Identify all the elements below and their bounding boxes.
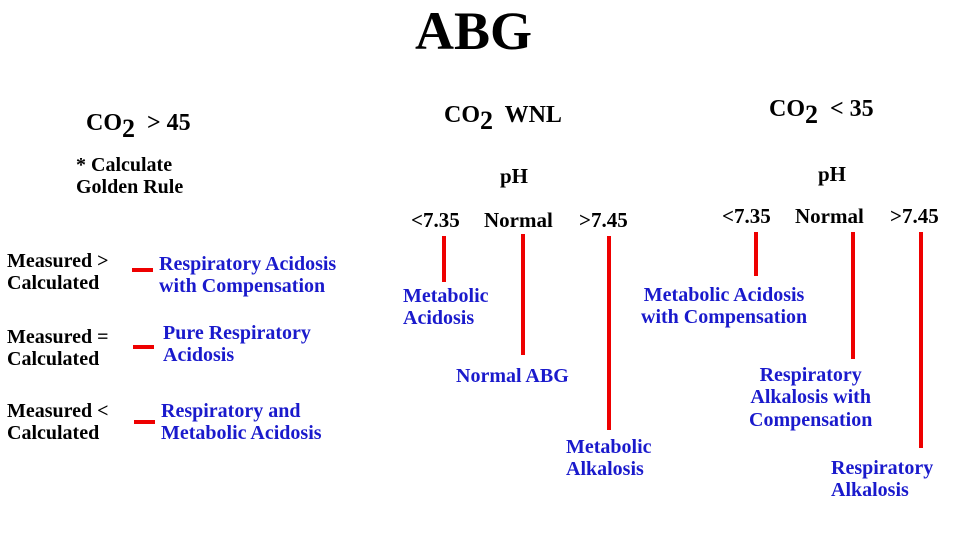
co2-label: CO [444,102,480,128]
connector-line [851,232,855,359]
pure-respiratory-acidosis-result: Pure Respiratory Acidosis [163,322,311,367]
respiratory-acidosis-compensation-result: Respiratory Acidosis with Compensation [159,253,337,298]
co2-label: CO [769,96,805,122]
metabolic-alkalosis-result: Metabolic Alkalosis [566,436,652,481]
measured-equal-label: Measured = Calculated [7,326,109,371]
co2-low-header: CO2 < 35 [769,96,874,130]
ph-label: pH [818,162,847,186]
connector-dash [134,420,155,424]
ph-normal-range: Normal [484,208,553,232]
co2-condition: WNL [504,102,562,128]
co2-condition: > 45 [147,110,191,136]
co2-high-header: CO2 > 45 [86,110,191,144]
co2-label: CO [86,110,122,136]
co2-wnl-header: CO2 WNL [444,102,562,136]
ph-label: pH [500,164,529,188]
metabolic-acidosis-compensation-result: Metabolic Acidosis with Compensation [641,284,808,329]
measured-less-label: Measured < Calculated [7,400,109,445]
normal-abg-result: Normal ABG [456,365,569,387]
page-title: ABG [415,1,533,61]
connector-dash [133,345,154,349]
ph-low-range: <7.35 [722,204,771,228]
connector-dash [132,268,153,272]
co2-condition: < 35 [830,96,874,122]
connector-line [442,236,446,282]
golden-rule-note: * Calculate Golden Rule [76,154,184,199]
respiratory-metabolic-acidosis-result: Respiratory and Metabolic Acidosis [161,400,322,445]
ph-high-range: >7.45 [579,208,628,232]
co2-subscript: 2 [122,114,135,143]
respiratory-alkalosis-compensation-result: Respiratory Alkalosis with Compensation [749,364,873,431]
metabolic-acidosis-result: Metabolic Acidosis [403,285,489,330]
connector-line [521,234,525,355]
connector-line [607,236,611,430]
respiratory-alkalosis-result: Respiratory Alkalosis [831,457,934,502]
ph-high-range: >7.45 [890,204,939,228]
co2-subscript: 2 [480,106,493,135]
connector-line [919,232,923,448]
measured-greater-label: Measured > Calculated [7,250,109,295]
ph-low-range: <7.35 [411,208,460,232]
ph-normal-range: Normal [795,204,864,228]
connector-line [754,232,758,276]
co2-subscript: 2 [805,100,818,129]
